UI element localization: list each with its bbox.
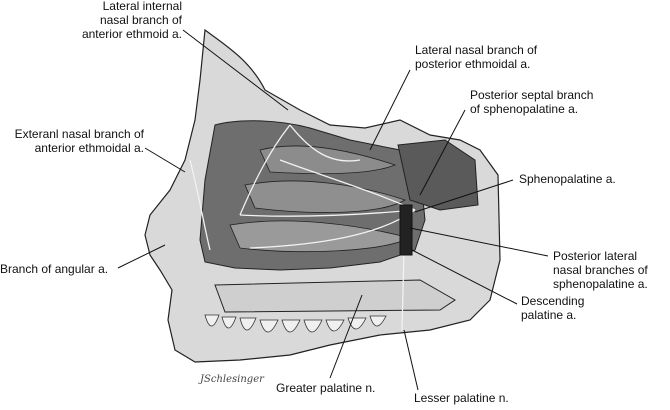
label-posterior-septal-branch: Posterior septal branch of sphenopalatin… <box>470 88 593 116</box>
label-line: nasal branch of <box>99 13 182 27</box>
teeth-row <box>204 314 387 333</box>
label-line: anterior ethmoidal a. <box>34 141 144 155</box>
label-lateral-internal-nasal-branch: Lateral internal nasal branch of anterio… <box>70 0 182 41</box>
middle-turbinate <box>244 180 406 213</box>
label-line: Lateral nasal branch of <box>415 43 538 57</box>
label-descending-palatine: Descending palatine a. <box>521 294 584 322</box>
label-branch-of-angular: Branch of angular a. <box>0 262 108 276</box>
label-line: nasal branches of <box>553 263 648 277</box>
label-line: Posterior lateral <box>553 249 638 263</box>
label-posterior-lateral-nasal-branches: Posterior lateral nasal branches of sphe… <box>553 249 648 291</box>
label-lesser-palatine: Lesser palatine n. <box>414 391 509 405</box>
sphenopalatine-marker <box>399 204 413 256</box>
sphenoid-sinus <box>397 139 479 211</box>
label-sphenopalatine-artery: Sphenopalatine a. <box>519 172 616 186</box>
label-greater-palatine: Greater palatine n. <box>276 381 375 395</box>
leader-lines <box>117 29 549 391</box>
label-line: Sphenopalatine a. <box>519 172 616 186</box>
label-line: Lesser palatine n. <box>414 391 509 405</box>
vessel-branches <box>189 124 416 331</box>
label-line: anterior ethmoid a. <box>81 27 182 41</box>
label-external-nasal-branch: Exteranl nasal branch of anterior ethmoi… <box>4 127 144 155</box>
label-line: Posterior septal branch <box>470 88 594 102</box>
label-line: Descending <box>521 294 585 308</box>
label-line: Lateral internal <box>102 0 182 13</box>
label-lateral-nasal-branch-posterior-ethmoidal: Lateral nasal branch of posterior ethmoi… <box>415 43 537 71</box>
label-line: posterior ethmoidal a. <box>415 57 531 71</box>
artist-signature: JSchlesinger <box>198 374 265 385</box>
label-line: Branch of angular a. <box>0 262 109 276</box>
label-line: Exteranl nasal branch of <box>14 127 144 141</box>
hard-palate <box>214 279 456 313</box>
superior-turbinate <box>259 145 397 175</box>
label-line: of sphenopalatine a. <box>470 102 579 116</box>
label-line: sphenopalatine a. <box>553 277 648 291</box>
label-line: Greater palatine n. <box>276 381 376 395</box>
label-line: palatine a. <box>521 308 577 322</box>
